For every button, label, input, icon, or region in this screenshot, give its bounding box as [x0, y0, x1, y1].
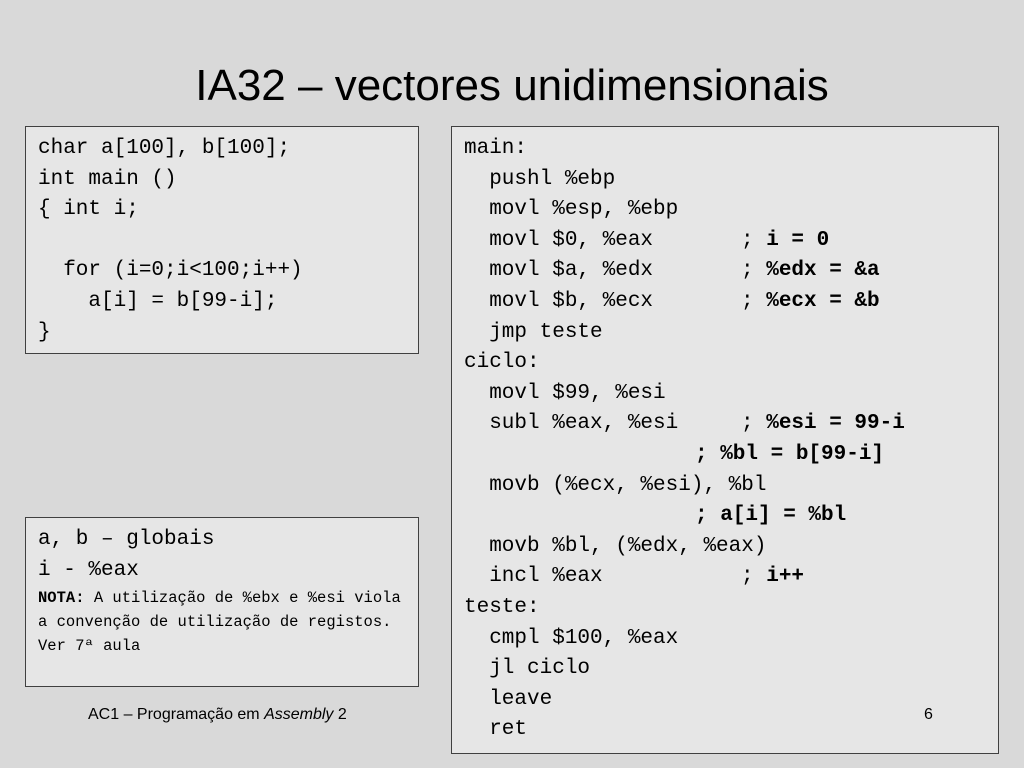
- c-code-line: }: [38, 320, 51, 344]
- asm-line: subl %eax, %esi ; %esi = 99-i: [464, 409, 998, 440]
- asm-instruction: jl ciclo: [464, 657, 591, 681]
- page-number: 6: [924, 706, 933, 723]
- asm-comment: ; %ecx = &b: [741, 287, 880, 318]
- asm-line: ; a[i] = %bl: [464, 501, 998, 532]
- notes-globals: a, b – globais: [38, 528, 215, 551]
- asm-comment-bold: %esi = 99-i: [766, 412, 905, 436]
- asm-comment-prefix: ;: [741, 565, 767, 589]
- asm-line: cmpl $100, %eax: [464, 624, 998, 655]
- asm-comment-bold: i++: [766, 565, 805, 589]
- asm-line: leave: [464, 685, 998, 716]
- asm-comment-bold: ; a[i] = %bl: [695, 504, 847, 528]
- asm-instruction: jmp teste: [464, 320, 603, 344]
- asm-instruction: movb (%ecx, %esi), %bl: [464, 473, 767, 497]
- asm-line: ciclo:: [464, 348, 998, 379]
- c-code-line: char a[100], b[100];: [38, 137, 291, 160]
- asm-instruction: pushl %ebp: [464, 167, 616, 191]
- asm-line: ret: [464, 715, 998, 746]
- asm-comment-bold: %ecx = &b: [766, 289, 880, 313]
- asm-instruction: movl $a, %edx: [464, 259, 654, 283]
- asm-line: movl $0, %eax ; i = 0: [464, 226, 998, 257]
- asm-comment-prefix: ;: [741, 228, 767, 252]
- asm-line: incl %eax ; i++: [464, 562, 998, 593]
- asm-instruction: cmpl $100, %eax: [464, 626, 679, 650]
- c-code-line: for (i=0;i<100;i++): [38, 259, 303, 283]
- nota-label: NOTA:: [38, 589, 85, 608]
- asm-line: movb (%ecx, %esi), %bl: [464, 471, 998, 502]
- c-code-line: a[i] = b[99-i];: [38, 289, 278, 313]
- asm-line: jmp teste: [464, 318, 998, 349]
- asm-instruction: movl %esp, %ebp: [464, 198, 679, 222]
- asm-comment-bold: %edx = &a: [766, 259, 880, 283]
- asm-line: main:: [464, 134, 998, 165]
- asm-line: movl %esp, %ebp: [464, 195, 998, 226]
- footer-italic: Assembly: [264, 706, 334, 723]
- nota-paragraph: NOTA: A utilização de %ebx e %esi viola …: [38, 586, 418, 658]
- asm-instruction: movl $99, %esi: [464, 381, 666, 405]
- asm-instruction: subl %eax, %esi: [464, 412, 679, 436]
- asm-line: jl ciclo: [464, 654, 998, 685]
- asm-comment: ; i = 0: [741, 226, 829, 257]
- assembly-code-box: main: pushl %ebp movl %esp, %ebp movl $0…: [451, 126, 999, 754]
- asm-comment: ; %esi = 99-i: [741, 409, 905, 440]
- c-code-line: { int i;: [38, 198, 139, 222]
- asm-label: teste:: [464, 595, 540, 619]
- asm-instruction: movl $0, %eax: [464, 228, 654, 252]
- nota-text: A utilização de %ebx e %esi viola a conv…: [38, 589, 401, 656]
- asm-instruction: movl $b, %ecx: [464, 289, 654, 313]
- asm-comment-bold: i = 0: [766, 228, 830, 252]
- asm-label: ciclo:: [464, 351, 540, 375]
- asm-comment: ; %edx = &a: [741, 256, 880, 287]
- asm-comment-prefix: ;: [741, 259, 767, 283]
- asm-instruction: leave: [464, 687, 553, 711]
- asm-instruction: movb %bl, (%edx, %eax): [464, 534, 767, 558]
- asm-comment-prefix: ;: [741, 289, 767, 313]
- notes-box: a, b – globais i - %eax NOTA: A utilizaç…: [25, 517, 419, 687]
- asm-comment: ; i++: [741, 562, 804, 593]
- asm-comment-bold: ; %bl = b[99-i]: [695, 442, 885, 466]
- c-code-box: char a[100], b[100]; int main () { int i…: [25, 126, 419, 354]
- asm-line: movl $99, %esi: [464, 379, 998, 410]
- c-code-line: [38, 226, 418, 257]
- asm-line: pushl %ebp: [464, 165, 998, 196]
- footer-course: AC1 – Programação em Assembly 2: [88, 706, 347, 724]
- asm-comment: ; a[i] = %bl: [695, 501, 846, 532]
- asm-line: movl $b, %ecx ; %ecx = &b: [464, 287, 998, 318]
- asm-instruction: incl %eax: [464, 565, 603, 589]
- asm-comment-prefix: ;: [741, 412, 767, 436]
- slide-title: IA32 – vectores unidimensionais: [195, 61, 829, 110]
- footer-suffix: 2: [333, 706, 347, 723]
- asm-line: movl $a, %edx ; %edx = &a: [464, 256, 998, 287]
- asm-line: ; %bl = b[99-i]: [464, 440, 998, 471]
- footer-prefix: AC1 – Programação em: [88, 706, 265, 723]
- asm-line: teste:: [464, 593, 998, 624]
- notes-register: i - %eax: [38, 558, 139, 582]
- c-code-line: int main (): [38, 167, 177, 191]
- asm-instruction: ret: [464, 718, 528, 742]
- asm-line: movb %bl, (%edx, %eax): [464, 532, 998, 563]
- asm-comment: ; %bl = b[99-i]: [695, 440, 884, 471]
- asm-instruction: main:: [464, 137, 528, 160]
